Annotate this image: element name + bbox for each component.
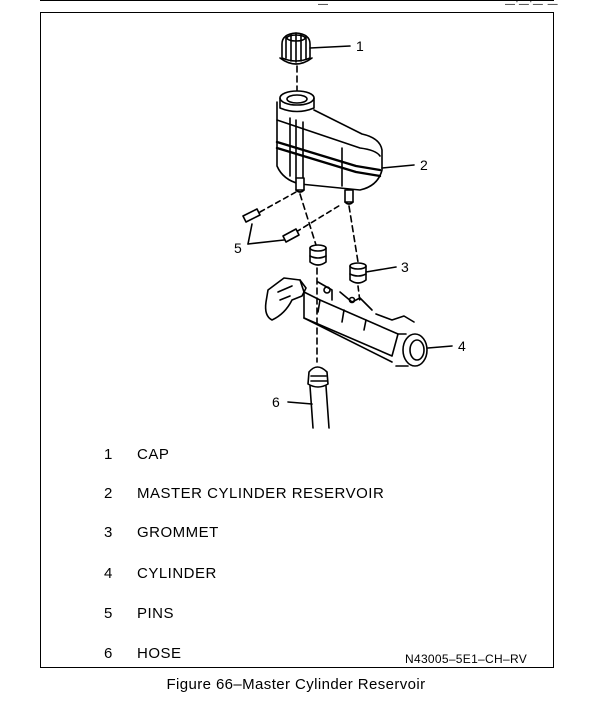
callout-6: 6 bbox=[272, 394, 280, 410]
legend-number: 2 bbox=[104, 485, 113, 502]
top-border-line bbox=[40, 0, 554, 1]
reference-code: N43005–5E1–CH–RV bbox=[405, 652, 527, 666]
legend-number: 6 bbox=[104, 645, 113, 662]
legend-number: 5 bbox=[104, 605, 113, 622]
cap-part bbox=[279, 32, 313, 65]
legend-label: CYLINDER bbox=[137, 565, 217, 582]
legend-number: 4 bbox=[104, 565, 113, 582]
header-mark-right: —'—'— — bbox=[505, 0, 559, 10]
figure-caption: Figure 66–Master Cylinder Reservoir bbox=[166, 676, 426, 693]
reservoir-part bbox=[275, 90, 383, 205]
legend-label: MASTER CYLINDER RESERVOIR bbox=[137, 485, 385, 502]
grommet-left bbox=[309, 244, 327, 266]
callout-3: 3 bbox=[401, 259, 409, 275]
leader-line-2 bbox=[381, 164, 415, 169]
leader-line-6 bbox=[287, 401, 313, 405]
grommet-right bbox=[349, 262, 367, 284]
leader-line-3 bbox=[365, 266, 397, 273]
leader-line-4 bbox=[427, 345, 453, 349]
callout-5: 5 bbox=[234, 240, 242, 256]
legend-number: 1 bbox=[104, 446, 113, 463]
callout-1: 1 bbox=[356, 38, 364, 54]
leader-line-1 bbox=[309, 45, 351, 49]
cylinder-part bbox=[264, 277, 428, 367]
leader-line-5b bbox=[247, 223, 253, 245]
header-mark-left: — bbox=[318, 0, 329, 10]
legend-label: PINS bbox=[137, 605, 175, 622]
legend-label: CAP bbox=[137, 446, 170, 463]
leader-line-5a bbox=[247, 239, 285, 245]
callout-4: 4 bbox=[458, 338, 466, 354]
legend-number: 3 bbox=[104, 524, 113, 541]
pins-part bbox=[242, 208, 300, 243]
legend-label: GROMMET bbox=[137, 524, 219, 541]
legend-label: HOSE bbox=[137, 645, 182, 662]
callout-2: 2 bbox=[420, 157, 428, 173]
figure-frame bbox=[40, 12, 554, 668]
hose-part bbox=[307, 366, 330, 429]
